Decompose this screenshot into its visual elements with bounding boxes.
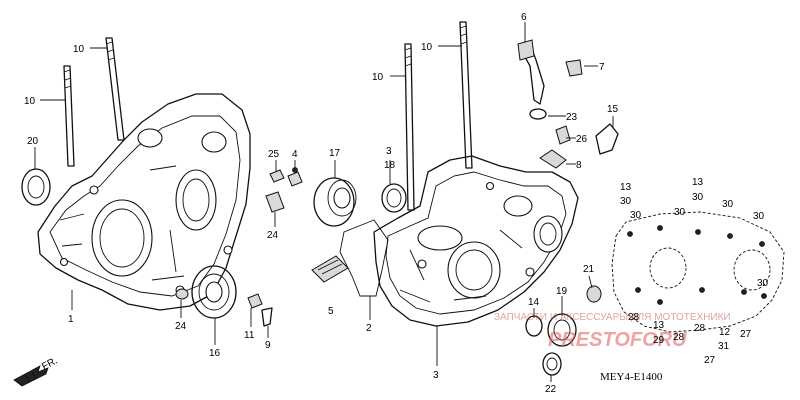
part-labels: 10 10 20 1 24 16 25 4 24 11 9 17 5 2 3 1… [24,12,769,395]
part-label: 6 [521,12,527,23]
part-label: 10 [24,96,36,107]
oil-seal-20 [21,168,51,206]
part-label: 30 [620,196,632,207]
part-label: 24 [267,230,279,241]
front-direction-arrow-icon [13,365,49,387]
part-label: 30 [757,278,769,289]
part-label: 19 [556,286,568,297]
part-label: 17 [329,148,341,159]
oil-seal-18 [381,183,407,213]
part-label: 23 [566,112,578,123]
fittings-11-9 [247,293,273,327]
part-label: 10 [372,72,384,83]
part-label: 13 [692,177,704,188]
part-label: 28 [673,332,685,343]
part-label: 28 [694,323,706,334]
part-label: 20 [27,136,39,147]
right-crankcase-half [373,21,579,327]
left-crankcase-half [37,37,251,311]
watermark-tagline: ЗАПЧАСТИ И АКСЕССУАРЫ ДЛЯ МОТОТЕХНИКИ [494,312,731,323]
dowel-pin-24-upper [265,191,285,213]
part-label: 3 [386,146,392,157]
small-fittings-25-4 [269,167,303,187]
shift-fittings [517,39,619,169]
part-label: 8 [576,160,582,171]
part-label: 13 [653,320,665,331]
part-label: 5 [328,306,334,317]
dowel-pin-24-left [175,288,189,300]
crankcase-cover [611,211,785,333]
part-label: 16 [209,348,221,359]
part-label: 27 [704,355,716,366]
front-direction-label: FR. [40,355,59,372]
part-label: 3 [433,370,439,381]
watermark: ЗАПЧАСТИ И АКСЕССУАРЫ ДЛЯ МОТОТЕХНИКИ PR… [494,312,731,351]
part-label: 14 [528,297,540,308]
gasket-2 [339,219,389,297]
part-label: 30 [753,211,765,222]
part-label: 15 [607,104,619,115]
diagram-code: MEY4-E1400 [600,371,663,383]
part-label: 12 [719,327,731,338]
part-label: 24 [175,321,187,332]
part-label: 21 [583,264,595,275]
part-label: 18 [384,160,396,171]
part-label: 2 [366,323,372,334]
part-label: 11 [244,330,255,341]
part-label: 10 [73,44,85,55]
part-label: 30 [722,199,734,210]
part-label: 9 [265,340,271,351]
part-label: 13 [620,182,632,193]
leader-lines [34,22,614,382]
part-label: 1 [68,314,74,325]
watermark-brand: PRESTOFORU [548,329,687,351]
part-label: 31 [718,341,730,352]
part-label: 27 [740,329,752,340]
part-label: 29 [653,335,665,346]
part-label: 4 [292,149,298,160]
part-label: 28 [628,312,640,323]
part-label: 30 [630,210,642,221]
part-label: 30 [674,207,686,218]
part-label: 7 [599,62,605,73]
part-label: 26 [576,134,588,145]
screen-5 [311,255,349,283]
part-label: 25 [268,149,280,160]
part-label: 30 [692,192,704,203]
bearing-16 [191,265,237,319]
part-label: 10 [421,42,433,53]
part-label: 22 [545,384,557,395]
bearing-17 [313,177,357,227]
